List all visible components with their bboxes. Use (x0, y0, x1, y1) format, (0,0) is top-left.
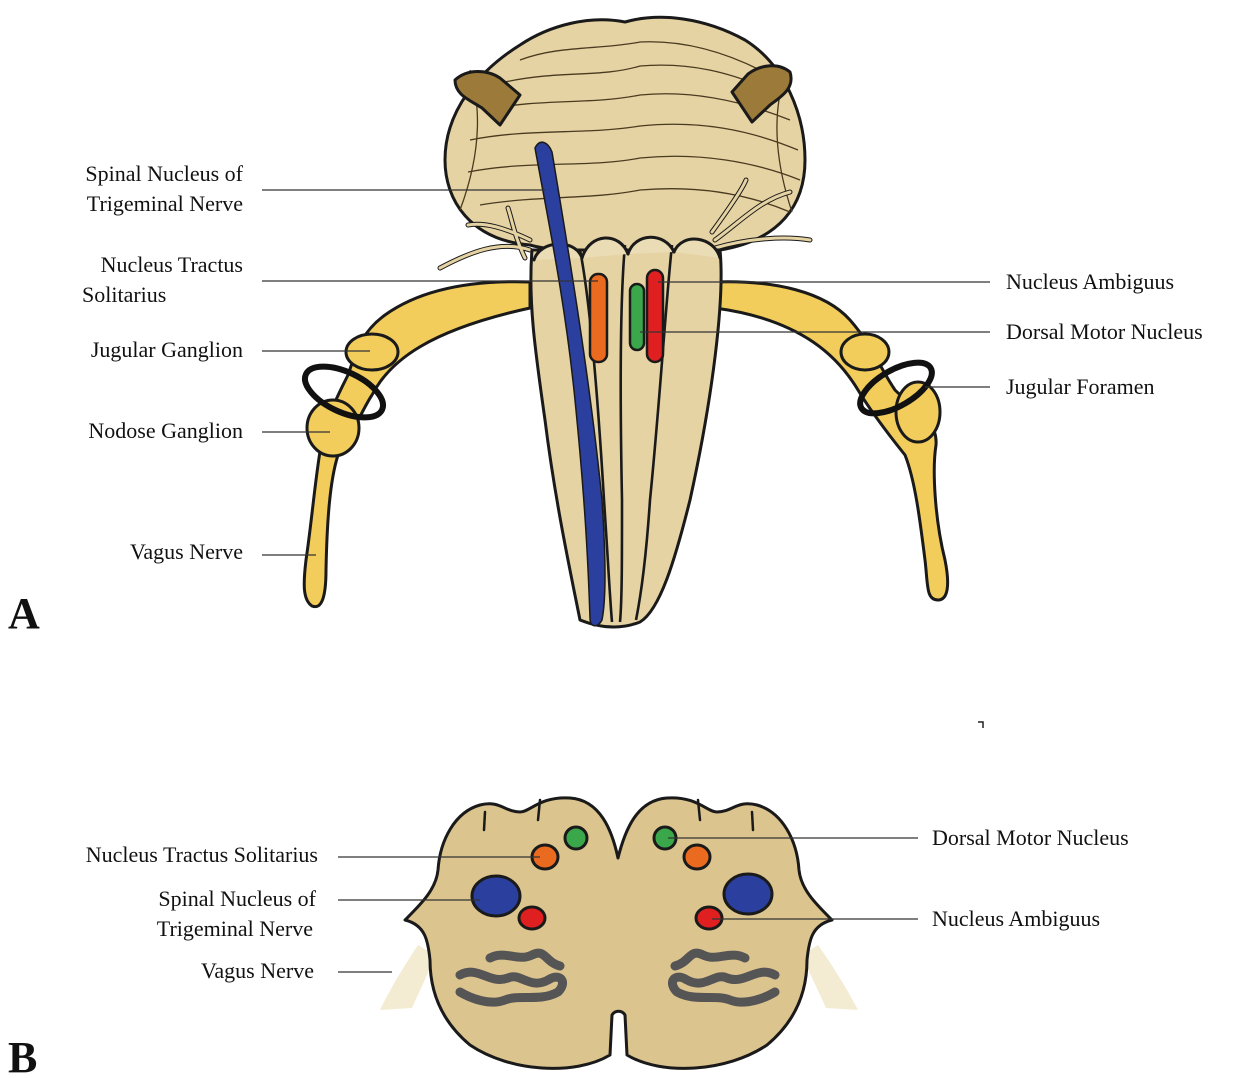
nucleus-tractus-solitarius-a (590, 274, 607, 362)
nucleus-ambiguus-a (647, 270, 663, 362)
label-vagus-nerve-a: Vagus Nerve (130, 539, 243, 564)
jugular-ganglion-right (841, 334, 889, 370)
vagus-nerve-tail-right (802, 945, 858, 1010)
panel-b-letter: B (8, 1033, 37, 1078)
nts-b-right (684, 845, 710, 869)
spinal-nucleus-trigeminal-b-left (472, 876, 520, 916)
vagus-nerve-tail-left (380, 945, 435, 1010)
stray-mark (978, 722, 983, 728)
panel-b-illustration: Nucleus Tractus Solitarius Spinal Nucleu… (8, 798, 1129, 1078)
label-spinal-nucleus-a-line1: Spinal Nucleus of (85, 161, 243, 186)
label-spinal-nucleus-b-line1: Spinal Nucleus of (158, 886, 316, 911)
label-nts-a-line1: Nucleus Tractus (101, 252, 243, 277)
label-jugular-ganglion-a: Jugular Ganglion (91, 337, 243, 362)
label-nucleus-ambiguus-b: Nucleus Ambiguus (932, 906, 1100, 931)
label-dorsal-motor-b: Dorsal Motor Nucleus (932, 825, 1129, 850)
spinal-nucleus-trigeminal-b-right (724, 874, 772, 914)
jugular-ganglion-left (346, 334, 398, 370)
label-nts-a-line2: Solitarius (82, 282, 166, 307)
nucleus-ambiguus-b-right (696, 907, 722, 929)
panel-a-letter: A (8, 589, 40, 638)
label-nucleus-ambiguus-a: Nucleus Ambiguus (1006, 269, 1174, 294)
nucleus-ambiguus-b-left (519, 907, 545, 929)
label-jugular-foramen-a: Jugular Foramen (1006, 374, 1154, 399)
label-nts-b: Nucleus Tractus Solitarius (86, 842, 318, 867)
dorsal-motor-nucleus-b-left (565, 827, 587, 849)
label-spinal-nucleus-b-line2: Trigeminal Nerve (157, 916, 313, 941)
medulla (531, 250, 721, 627)
dorsal-motor-nucleus-a (630, 284, 644, 350)
label-nodose-ganglion-a: Nodose Ganglion (88, 418, 243, 443)
label-vagus-nerve-b: Vagus Nerve (201, 958, 314, 983)
panel-a-illustration: Spinal Nucleus of Trigeminal Nerve Nucle… (8, 17, 1203, 638)
label-dorsal-motor-a: Dorsal Motor Nucleus (1006, 319, 1203, 344)
label-spinal-nucleus-a-line2: Trigeminal Nerve (87, 191, 243, 216)
